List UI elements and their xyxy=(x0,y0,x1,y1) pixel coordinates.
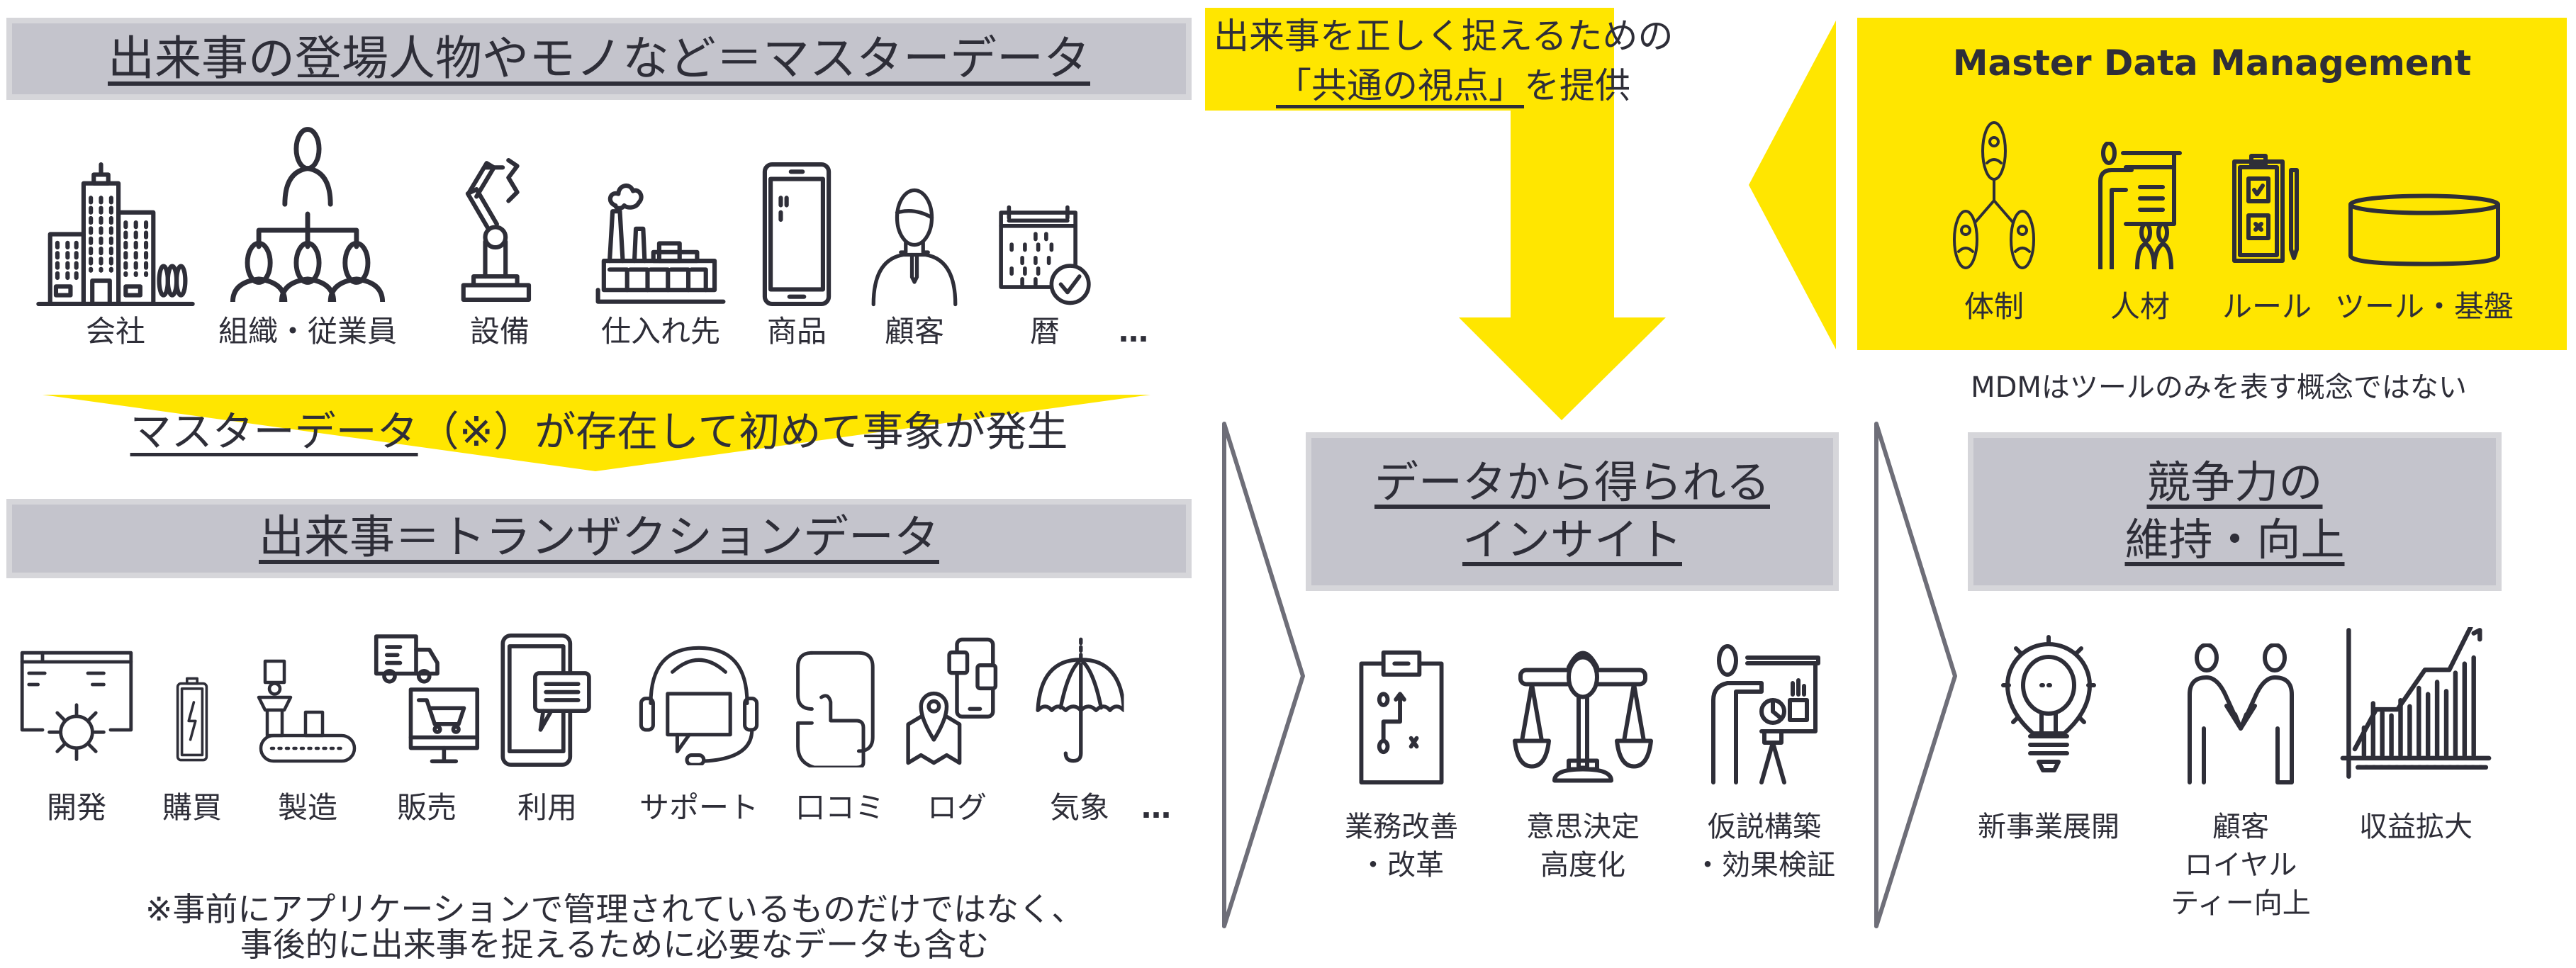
mdm-item-label: 人材 xyxy=(2110,289,2171,324)
insight-title-line: データから得られる xyxy=(1374,456,1770,509)
strategy-clipboard-icon xyxy=(1345,647,1458,785)
footnote-line: 事後的に出来事を捉えるために必要なデータも含む xyxy=(240,925,990,964)
chevron-competitive xyxy=(1874,422,1957,928)
competitive-label-line: ロイヤル xyxy=(2184,849,2297,882)
insight-item-label: 仮説構築・効果検証 xyxy=(1693,808,1835,884)
presentation-icon xyxy=(1706,643,1823,785)
insight-title-line: インサイト xyxy=(1462,514,1682,565)
competitive-label-line: 顧客 xyxy=(2212,811,2269,843)
transaction-title-box: 出来事＝トランザクションデータ xyxy=(6,499,1192,578)
insight-item-label: 意思決定高度化 xyxy=(1526,808,1640,884)
umbrella-icon xyxy=(1036,633,1126,767)
footnote-line: ※事前にアプリケーションで管理されているものだけではなく、 xyxy=(145,890,1085,928)
banner-underlined: マスターデータ xyxy=(130,407,418,456)
transaction-ellipsis: … xyxy=(1141,790,1171,825)
manufacturing-icon xyxy=(254,659,361,765)
phone-chat-icon xyxy=(498,633,597,767)
calendar-icon xyxy=(995,202,1094,308)
competitive-title-line: 維持・向上 xyxy=(2124,514,2345,565)
lightbulb-icon xyxy=(1995,634,2102,776)
competitive-item-label: 顧客ロイヤルティー向上 xyxy=(2171,808,2311,923)
transaction-item-label: 気象 xyxy=(1049,790,1110,825)
competitive-item-label: 新事業展開 xyxy=(1978,808,2119,846)
master-item-label: 暦 xyxy=(1029,314,1060,349)
map-phone-icon xyxy=(906,636,1009,766)
competitive-title-line: 競争力の xyxy=(2146,456,2323,509)
insight-label-line: 仮説構築 xyxy=(1708,811,1821,843)
mdm-pointer-triangle xyxy=(1749,21,1836,349)
transaction-item-label: サポート xyxy=(639,790,759,825)
viewpoint-line1: 出来事を正しく捉えるための xyxy=(1214,16,1674,57)
scales-icon xyxy=(1512,640,1654,785)
mdm-item-label: ルール xyxy=(2222,289,2312,324)
transaction-item-label: 口コミ xyxy=(795,790,885,825)
banner-text: マスターデータ（※）が存在して初めて事象が発生 xyxy=(0,405,1198,458)
master-data-title: 出来事の登場人物やモノなど＝マスターデータ xyxy=(108,31,1090,86)
competitive-label-line: 収益拡大 xyxy=(2359,811,2473,843)
mdm-item-label: 体制 xyxy=(1964,289,2025,324)
growth-chart-icon xyxy=(2336,624,2496,780)
master-item-label: 設備 xyxy=(469,314,530,349)
insight-label-line: 業務改善 xyxy=(1345,811,1458,843)
transaction-item-label: 製造 xyxy=(277,790,338,825)
master-item-label: 仕入れ先 xyxy=(600,314,721,349)
building-icon xyxy=(34,162,197,307)
org-chart-icon xyxy=(226,126,389,305)
mdm-box xyxy=(1857,18,2567,350)
banner-rest: （※）が存在して初めて事象が発生 xyxy=(418,407,1068,456)
chevron-insight xyxy=(1222,422,1305,928)
presenter-icon xyxy=(2098,141,2183,271)
master-item-label: 会社 xyxy=(85,314,146,349)
database-icon xyxy=(2346,193,2502,267)
robot-arm-icon xyxy=(454,157,546,303)
transaction-item-label: ログ xyxy=(926,790,987,825)
battery-icon xyxy=(167,677,218,762)
master-item-label: 顧客 xyxy=(884,314,945,349)
competitive-title-box: 競争力の 維持・向上 xyxy=(1968,432,2502,591)
banner-triangle xyxy=(43,395,1150,471)
viewpoint-line2: 「共通の視点」を提供 xyxy=(1276,61,1630,111)
transaction-item-label: 購買 xyxy=(162,790,223,825)
mdm-item-label: ツール・基盤 xyxy=(2334,289,2514,324)
master-item-label: 組織・従業員 xyxy=(218,314,398,349)
transaction-item-label: 開発 xyxy=(46,790,107,825)
mdm-title: Master Data Management xyxy=(1952,43,2472,84)
insight-label-line: ・改革 xyxy=(1359,849,1444,882)
master-data-title-box: 出来事の登場人物やモノなど＝マスターデータ xyxy=(6,18,1192,100)
people-network-icon xyxy=(1953,119,2035,269)
master-ellipsis: … xyxy=(1119,314,1148,349)
insight-label-line: 意思決定 xyxy=(1526,811,1640,843)
insight-label-line: ・効果検証 xyxy=(1693,849,1835,882)
transaction-item-label: 販売 xyxy=(396,790,457,825)
dev-gear-icon xyxy=(20,651,133,764)
headset-icon xyxy=(639,641,759,767)
insight-title-box: データから得られる インサイト xyxy=(1306,432,1839,591)
thumbs-up-icon xyxy=(793,651,888,770)
viewpoint-provide: を提供 xyxy=(1524,65,1630,106)
checklist-icon xyxy=(2231,150,2302,264)
competitive-label-line: 新事業展開 xyxy=(1978,811,2119,843)
truck-cart-icon xyxy=(374,633,480,767)
person-icon xyxy=(863,183,966,307)
handshake-icon xyxy=(2177,643,2305,785)
smartphone-icon xyxy=(757,162,836,307)
transaction-item-label: 利用 xyxy=(517,790,578,825)
mdm-note: MDMはツールのみを表す概念ではない xyxy=(1971,371,2467,404)
master-item-label: 商品 xyxy=(766,314,827,349)
competitive-label-line: ティー向上 xyxy=(2171,887,2311,920)
transaction-title: 出来事＝トランザクションデータ xyxy=(259,512,939,565)
insight-item-label: 業務改善・改革 xyxy=(1345,808,1458,884)
insight-label-line: 高度化 xyxy=(1540,849,1625,882)
viewpoint-common: 「共通の視点」 xyxy=(1276,65,1524,106)
competitive-item-label: 収益拡大 xyxy=(2359,808,2473,846)
factory-icon xyxy=(595,157,727,306)
